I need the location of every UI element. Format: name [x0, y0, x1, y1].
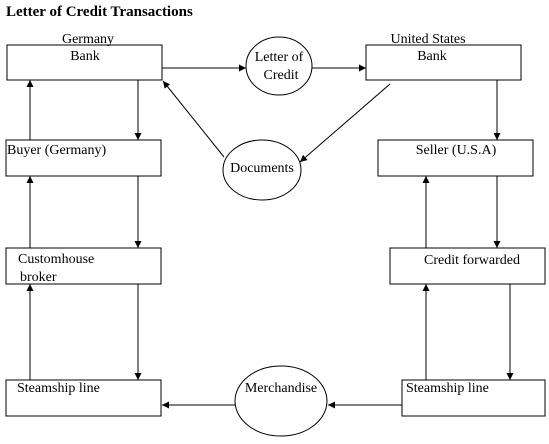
steamship-right-label: Steamship line [406, 381, 489, 396]
united-states-label: United States [390, 32, 465, 47]
germany-label: Germany [62, 32, 114, 47]
germany-bank-label: Bank [70, 49, 100, 64]
documents-oval: Documents [222, 139, 302, 201]
customhouse-broker-box: Customhouse broker [5, 247, 162, 285]
buyer-box: Buyer (Germany) [5, 139, 162, 177]
buyer-label: Buyer (Germany) [7, 143, 106, 158]
credit-label: Credit [264, 68, 299, 83]
us-bank-label: Bank [417, 49, 447, 64]
arrow-us-bank-to-documents [299, 83, 391, 163]
letter-of-label: Letter of [255, 50, 304, 65]
us-bank-box: United States Bank [365, 32, 522, 81]
arrow-documents-to-germany-bank [162, 80, 225, 158]
steamship-line-right-box: Steamship line [401, 379, 546, 417]
germany-bank-box: Germany Bank [6, 32, 163, 81]
letter-of-credit-oval: Letter of Credit [245, 36, 313, 96]
steamship-line-left-box: Steamship line [5, 379, 162, 417]
documents-label: Documents [230, 161, 294, 176]
merchandise-label: Merchandise [245, 381, 317, 396]
merchandise-oval: Merchandise [234, 365, 328, 437]
customhouse-label: Customhouse [18, 252, 94, 267]
credit-forwarded-label: Credit forwarded [424, 253, 520, 268]
seller-label: Seller (U.S.A) [416, 143, 497, 158]
broker-label: broker [20, 270, 57, 285]
steamship-left-label: Steamship line [17, 381, 100, 396]
diagram-title: Letter of Credit Transactions [6, 4, 193, 20]
credit-forwarded-box: Credit forwarded [389, 247, 546, 285]
seller-box: Seller (U.S.A) [377, 139, 534, 177]
